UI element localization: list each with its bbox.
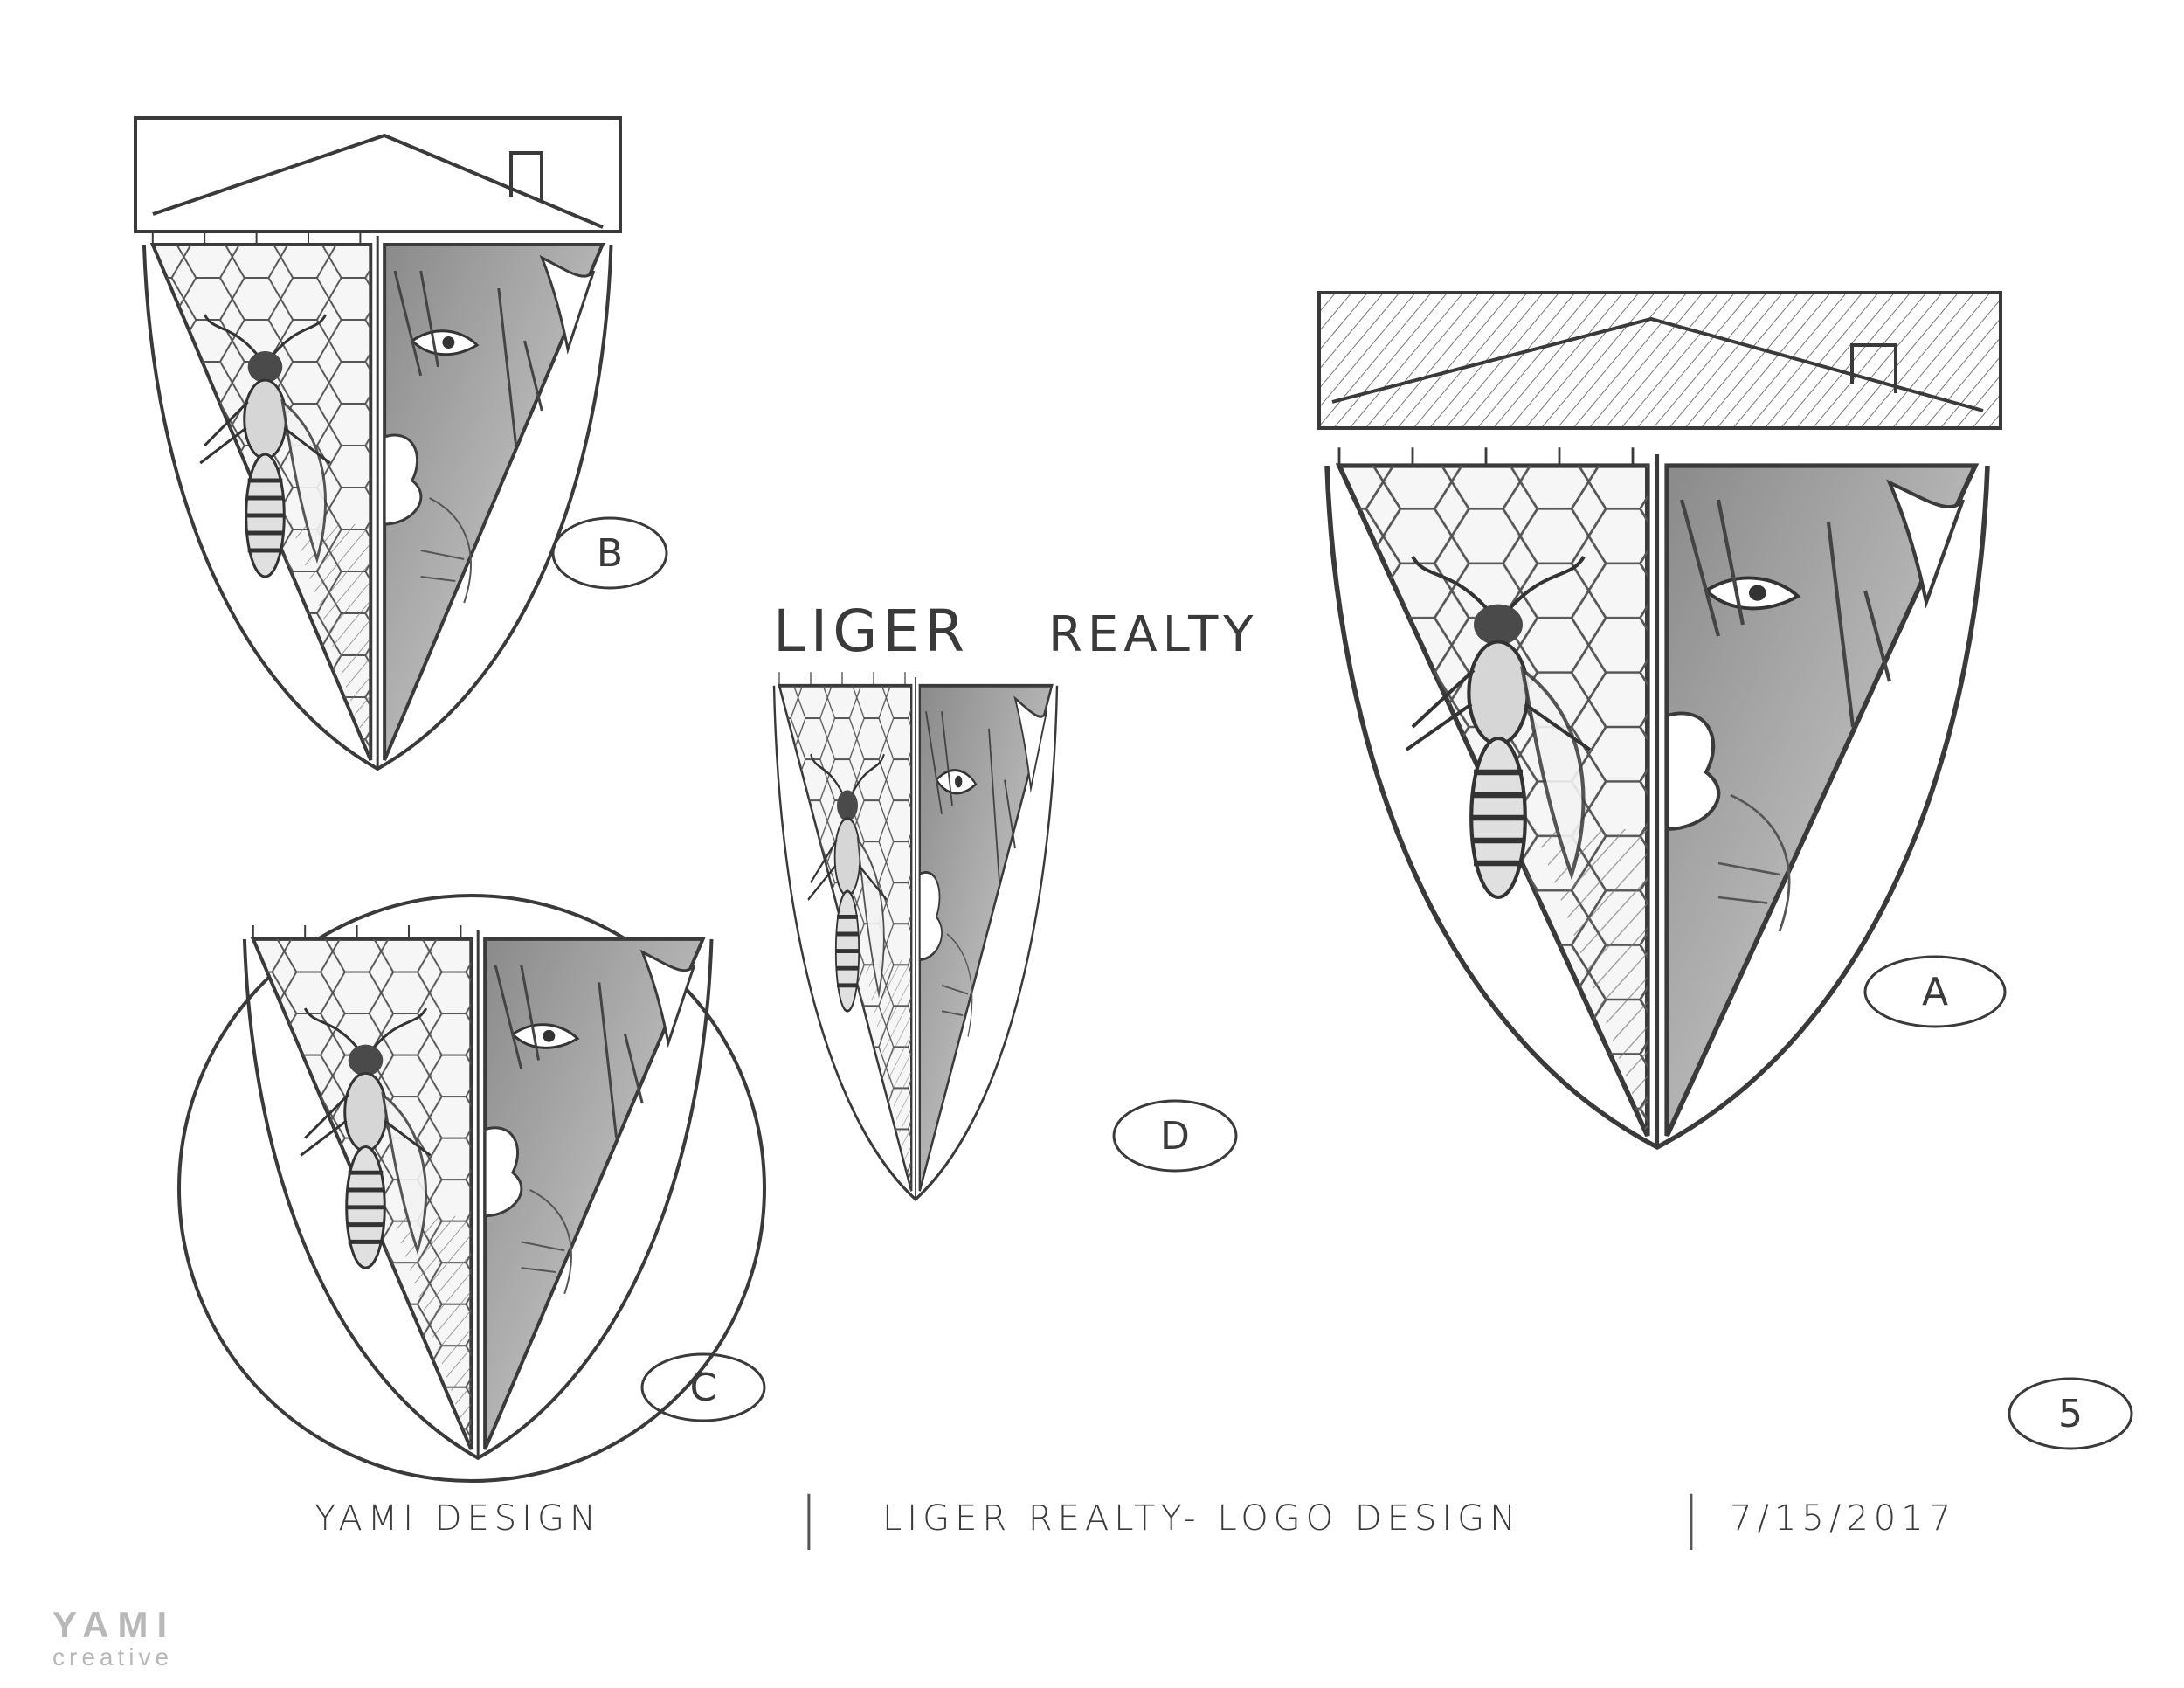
- label-ring-c: [640, 1352, 766, 1422]
- label-ring-b: [551, 516, 668, 590]
- footer-separator-2: |: [1682, 1486, 1706, 1551]
- shield-a: [1327, 447, 1987, 1147]
- footer-separator-1: |: [799, 1486, 824, 1551]
- brand-logo: YAMI creative: [52, 1604, 245, 1678]
- sketch-d: LIGER REALTY D: [773, 598, 1259, 1200]
- brand-sub: creative: [52, 1643, 174, 1671]
- footer-project: LIGER REALTY- LOGO DESIGN: [882, 1498, 1522, 1539]
- footer-studio: YAMI DESIGN: [314, 1498, 601, 1539]
- page-number-ring: [2008, 1377, 2133, 1450]
- sketch-c: C: [177, 894, 766, 1483]
- label-a: A: [1922, 970, 1948, 1014]
- shield-d: [774, 672, 1057, 1200]
- wordmark-realty: REALTY: [1048, 606, 1259, 663]
- label-b: B: [597, 531, 623, 576]
- wordmark-liger: LIGER: [773, 598, 970, 665]
- shield-b: [144, 231, 612, 769]
- footer-date: 7/15/2017: [1730, 1498, 1957, 1539]
- label-c: C: [690, 1366, 717, 1410]
- label-ring-d: [1112, 1099, 1238, 1173]
- page-number: 5: [2058, 1392, 2083, 1436]
- label-ring-a: [1863, 955, 2007, 1028]
- sketch-b: B: [134, 116, 668, 769]
- shield-c: [245, 925, 712, 1458]
- brand-mark: YAMI: [52, 1604, 176, 1645]
- label-d: D: [1160, 1114, 1190, 1159]
- sketch-a: A: [1317, 291, 2007, 1147]
